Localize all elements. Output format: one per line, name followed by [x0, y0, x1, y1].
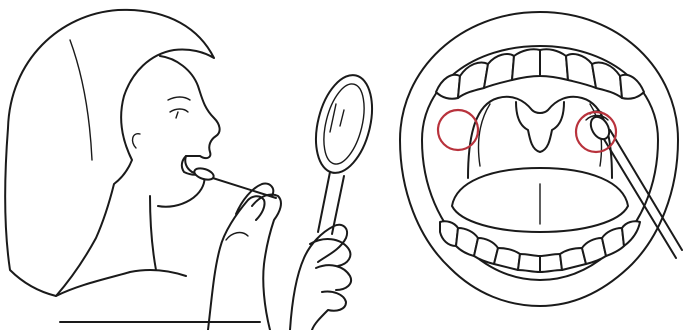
upper-tooth [540, 49, 568, 80]
hand-swab-thumb [226, 233, 248, 240]
uvula [516, 102, 564, 152]
neck [150, 196, 156, 270]
lower-tooth [518, 254, 540, 272]
lower-tooth [602, 228, 624, 256]
upper-teeth [436, 49, 644, 99]
eye [170, 109, 188, 118]
hair-strand [70, 40, 92, 160]
eyebrow [168, 97, 190, 100]
swab-left [193, 166, 276, 198]
lower-tooth [494, 248, 520, 270]
throat-arch [468, 97, 612, 178]
lower-tooth [540, 254, 562, 272]
hand-holding-swab [208, 184, 281, 330]
upper-tooth [620, 75, 644, 99]
face-profile [158, 56, 220, 207]
upper-tooth [566, 54, 596, 88]
upper-tooth [436, 75, 460, 99]
lower-tooth [622, 221, 640, 246]
hand-mirror-outline [290, 225, 351, 330]
shoulder [56, 270, 186, 296]
mirror-frame [307, 69, 382, 179]
upper-tooth [512, 49, 540, 80]
open-mouth-closeup [400, 12, 682, 306]
ear [133, 134, 140, 148]
upper-tooth [484, 54, 514, 88]
woman-figure [5, 10, 260, 322]
hand-swab-outline [208, 184, 281, 330]
hand-holding-mirror [290, 225, 351, 330]
lower-tooth [440, 221, 458, 246]
hair [5, 10, 214, 296]
hand-mirror [307, 69, 382, 234]
swab-tip [193, 166, 215, 182]
